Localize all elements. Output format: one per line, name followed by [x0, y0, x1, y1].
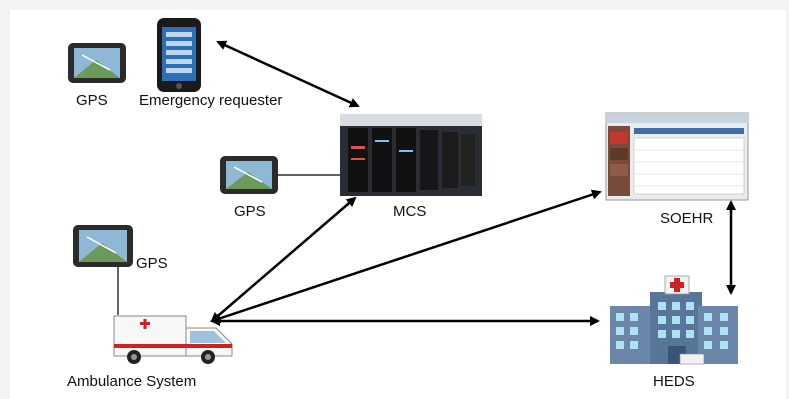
- gps-device-icon: [68, 43, 126, 83]
- gps-label: GPS: [234, 203, 266, 220]
- diagram-canvas: [68, 18, 749, 365]
- system-architecture-diagram: GPS Emergency requester GPS MCS SOEHR GP…: [10, 10, 786, 399]
- arrow-emergency-requester-mcs: [216, 40, 360, 108]
- arrow-ambulance-soehr: [210, 189, 602, 324]
- smartphone-icon: [157, 18, 201, 92]
- mcs-label: MCS: [393, 203, 427, 220]
- gps-device-icon: [73, 225, 133, 267]
- heds-label: HEDS: [653, 373, 695, 390]
- ehr-screen-icon: [605, 112, 749, 201]
- ambulance-system-label: Ambulance System: [67, 373, 197, 390]
- gps-device-icon: [220, 156, 278, 194]
- gps-label: GPS: [76, 92, 108, 109]
- gps-label: GPS: [136, 255, 168, 272]
- emergency-requester-label: Emergency requester: [139, 92, 283, 109]
- hospital-icon: [610, 275, 738, 365]
- ambulance-icon: [113, 315, 233, 364]
- soehr-label: SOEHR: [660, 210, 714, 227]
- server-rack-icon: [340, 114, 482, 196]
